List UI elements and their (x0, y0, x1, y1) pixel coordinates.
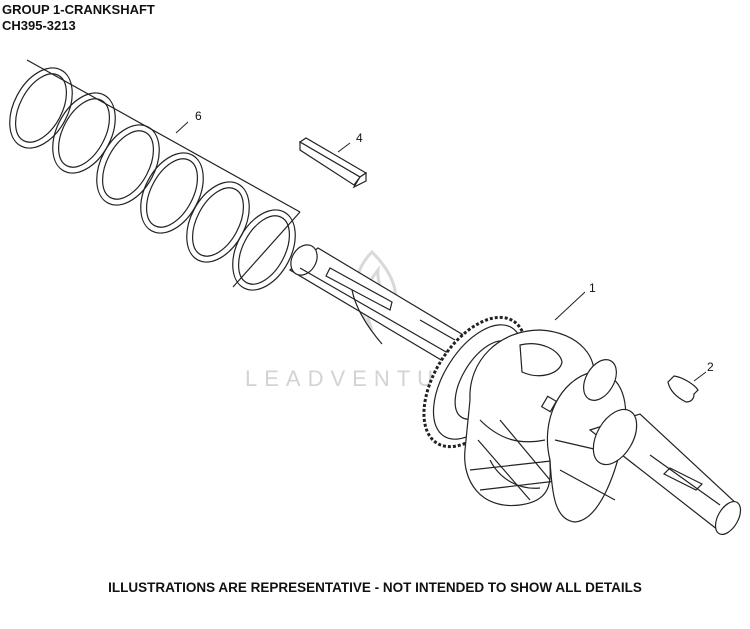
header: GROUP 1-CRANKSHAFT CH395-3213 (2, 2, 155, 34)
callout-1: 1 (589, 281, 596, 295)
leader-line-4 (337, 142, 351, 153)
callout-2: 2 (707, 360, 714, 374)
ring-guide-bottom (232, 211, 301, 288)
shim-ring (186, 181, 250, 263)
callout-6: 6 (195, 109, 202, 123)
leader-line-2 (693, 371, 707, 382)
model-number: CH395-3213 (2, 18, 76, 33)
callout-4: 4 (356, 131, 363, 145)
crankshaft-key (298, 137, 368, 189)
shim-rings (9, 59, 301, 291)
leader-line-6 (175, 121, 189, 134)
crankshaft (288, 244, 742, 535)
shim-ring (96, 124, 160, 206)
shim-ring (52, 92, 116, 174)
shim-ring (9, 67, 73, 149)
ring-guide-top (26, 59, 301, 213)
group-title: GROUP 1-CRANKSHAFT (2, 2, 155, 17)
woodruff-key (667, 375, 699, 403)
disclaimer-footer: ILLUSTRATIONS ARE REPRESENTATIVE - NOT I… (108, 580, 642, 595)
leader-line-1 (554, 291, 586, 321)
shim-ring (232, 209, 296, 291)
leader-lines (175, 121, 707, 382)
